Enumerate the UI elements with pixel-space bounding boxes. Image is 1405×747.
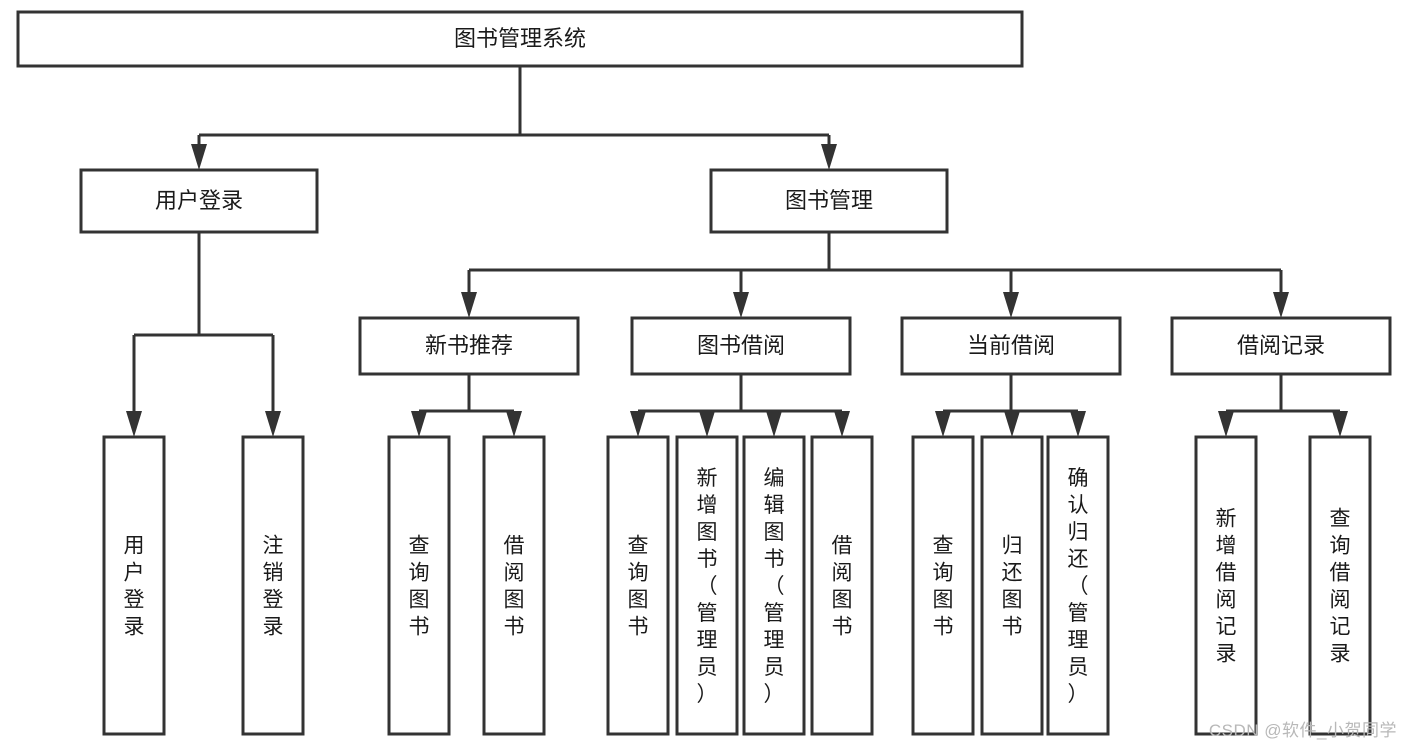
node-leaf-query-book-3-label: 查询图书: [933, 535, 954, 639]
node-root[interactable]: 图书管理系统: [16, 10, 1024, 68]
node-leaf-query-book-1-label: 查询图书: [409, 535, 430, 639]
node-current-borrow-label: 当前借阅: [967, 333, 1055, 358]
arrowhead-new-book-recommend-to-leaf-query-book-1: [411, 411, 427, 437]
node-leaf-borrow-book-2-box[interactable]: [810, 435, 874, 736]
node-leaf-borrow-book-1[interactable]: 借阅图书: [482, 435, 546, 736]
node-leaf-confirm-return-box[interactable]: [1046, 435, 1110, 736]
node-leaf-return-book[interactable]: 归还图书: [980, 435, 1044, 736]
node-leaf-user-login-box[interactable]: [102, 435, 166, 736]
node-leaf-borrow-book-2[interactable]: 借阅图书: [810, 435, 874, 736]
node-book-manage-label: 图书管理: [785, 188, 873, 213]
node-root-label: 图书管理系统: [454, 26, 586, 51]
node-leaf-query-book-2-box[interactable]: [606, 435, 670, 736]
node-leaf-add-record[interactable]: 新增借阅记录: [1194, 435, 1258, 736]
node-layer: 图书管理系统用户登录图书管理新书推荐图书借阅当前借阅借阅记录用户登录注销登录查询…: [16, 10, 1392, 736]
node-leaf-edit-book-label: 编辑图书（管理员）: [764, 467, 785, 706]
node-book-manage[interactable]: 图书管理: [709, 168, 949, 234]
node-book-borrow-label: 图书借阅: [697, 333, 785, 358]
arrowhead-new-book-recommend-to-leaf-borrow-book-1: [506, 411, 522, 437]
node-book-borrow[interactable]: 图书借阅: [630, 316, 852, 376]
node-leaf-return-book-label: 归还图书: [1002, 535, 1023, 639]
node-leaf-query-record-box[interactable]: [1308, 435, 1372, 736]
node-new-book-recommend-label: 新书推荐: [425, 333, 513, 358]
node-leaf-confirm-return-label: 确认归还（管理员）: [1068, 467, 1089, 706]
node-user-login[interactable]: 用户登录: [79, 168, 319, 234]
node-current-borrow[interactable]: 当前借阅: [900, 316, 1122, 376]
node-current-borrow-box[interactable]: [900, 316, 1122, 376]
arrowhead-current-borrow-to-leaf-return-book: [1004, 411, 1020, 437]
node-leaf-borrow-book-1-label: 借阅图书: [504, 535, 525, 639]
node-leaf-query-book-1-box[interactable]: [387, 435, 451, 736]
node-leaf-confirm-return[interactable]: 确认归还（管理员）: [1046, 435, 1110, 736]
arrowhead-book-borrow-to-leaf-add-book: [699, 411, 715, 437]
node-leaf-query-book-1[interactable]: 查询图书: [387, 435, 451, 736]
node-leaf-logout-box[interactable]: [241, 435, 305, 736]
node-leaf-add-record-box[interactable]: [1194, 435, 1258, 736]
node-leaf-add-book-box[interactable]: [675, 435, 739, 736]
node-user-login-label: 用户登录: [155, 188, 243, 213]
node-book-borrow-box[interactable]: [630, 316, 852, 376]
arrowhead-bookmanage-to-new-book-recommend: [461, 292, 477, 318]
node-book-manage-box[interactable]: [709, 168, 949, 234]
node-new-book-recommend[interactable]: 新书推荐: [358, 316, 580, 376]
node-leaf-logout[interactable]: 注销登录: [241, 435, 305, 736]
arrowhead-book-borrow-to-leaf-query-book-2: [630, 411, 646, 437]
arrowhead-bookmanage-to-borrow-record: [1273, 292, 1289, 318]
node-leaf-logout-label: 注销登录: [263, 535, 284, 639]
csdn-watermark: CSDN @软件_小贺同学: [1208, 721, 1397, 740]
node-leaf-add-book-label: 新增图书（管理员）: [697, 467, 718, 706]
arrowhead-bookmanage-to-book-borrow: [733, 292, 749, 318]
node-leaf-query-book-3[interactable]: 查询图书: [911, 435, 975, 736]
node-leaf-edit-book[interactable]: 编辑图书（管理员）: [742, 435, 806, 736]
connector-layer: [126, 66, 1348, 437]
arrowhead-user-login-to-leaf-user-login: [126, 411, 142, 437]
node-borrow-record[interactable]: 借阅记录: [1170, 316, 1392, 376]
node-leaf-user-login-label: 用户登录: [124, 535, 145, 639]
arrowhead-root-to-user-login: [191, 144, 207, 170]
arrowhead-current-borrow-to-leaf-confirm-return: [1070, 411, 1086, 437]
node-leaf-user-login[interactable]: 用户登录: [102, 435, 166, 736]
node-leaf-query-record-label: 查询借阅记录: [1330, 508, 1351, 666]
arrowhead-book-borrow-to-leaf-edit-book: [766, 411, 782, 437]
node-leaf-add-record-label: 新增借阅记录: [1216, 508, 1237, 666]
node-leaf-query-book-3-box[interactable]: [911, 435, 975, 736]
arrowhead-current-borrow-to-leaf-query-book-3: [935, 411, 951, 437]
arrowhead-user-login-to-leaf-logout: [265, 411, 281, 437]
arrowhead-book-borrow-to-leaf-borrow-book-2: [834, 411, 850, 437]
node-leaf-query-book-2-label: 查询图书: [628, 535, 649, 639]
node-user-login-box[interactable]: [79, 168, 319, 234]
node-new-book-recommend-box[interactable]: [358, 316, 580, 376]
node-leaf-borrow-book-2-label: 借阅图书: [832, 535, 853, 639]
node-borrow-record-label: 借阅记录: [1237, 333, 1325, 358]
node-root-box[interactable]: [16, 10, 1024, 68]
arrowhead-root-to-book-manage: [821, 144, 837, 170]
arrowhead-borrow-record-to-leaf-query-record: [1332, 411, 1348, 437]
arrowhead-borrow-record-to-leaf-add-record: [1218, 411, 1234, 437]
node-leaf-add-book[interactable]: 新增图书（管理员）: [675, 435, 739, 736]
node-borrow-record-box[interactable]: [1170, 316, 1392, 376]
node-leaf-borrow-book-1-box[interactable]: [482, 435, 546, 736]
node-leaf-query-record[interactable]: 查询借阅记录: [1308, 435, 1372, 736]
node-leaf-return-book-box[interactable]: [980, 435, 1044, 736]
arrowhead-bookmanage-to-current-borrow: [1003, 292, 1019, 318]
node-leaf-query-book-2[interactable]: 查询图书: [606, 435, 670, 736]
node-leaf-edit-book-box[interactable]: [742, 435, 806, 736]
